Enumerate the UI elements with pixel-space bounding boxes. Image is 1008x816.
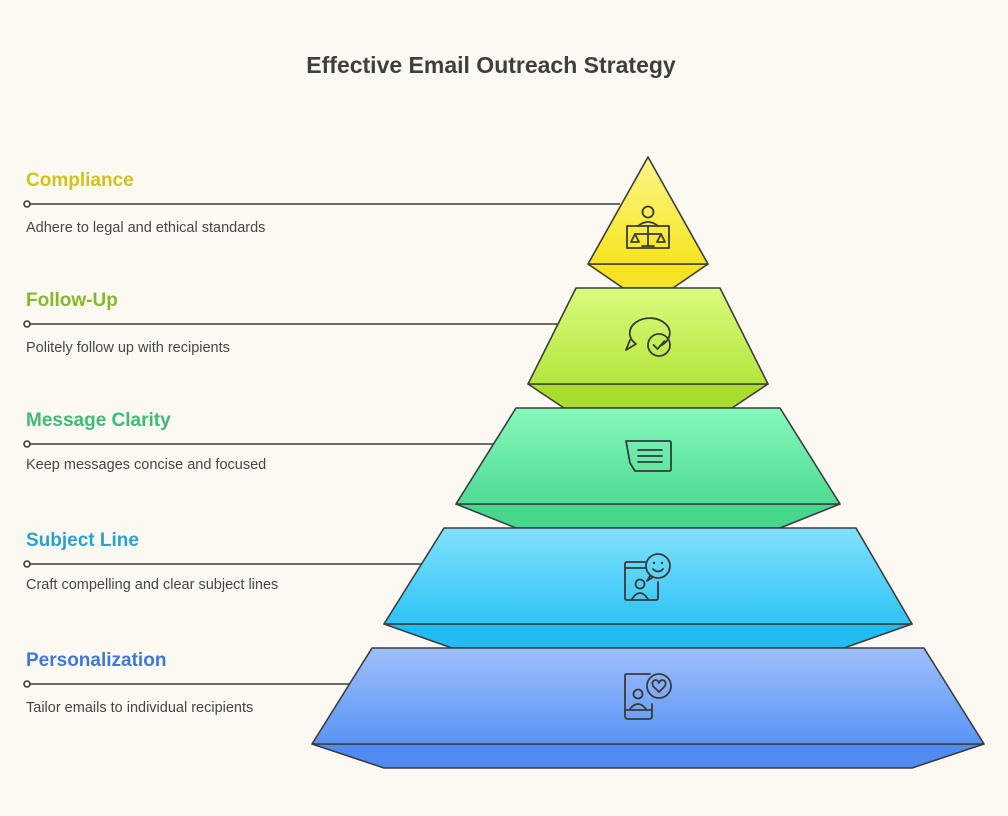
level-desc-personalization: Tailor emails to individual recipients (26, 700, 254, 716)
diagram-title: Effective Email Outreach Strategy (306, 52, 676, 78)
tier-base-follow-up (527, 383, 769, 409)
connector-dot-personalization (23, 680, 31, 688)
tier-face-subject-line (383, 527, 913, 625)
level-label-compliance: Compliance (26, 170, 134, 191)
phone-person-heart-icon (624, 673, 672, 720)
level-desc-subject-line: Craft compelling and clear subject lines (26, 577, 279, 593)
chat-bubble-check-icon (625, 317, 671, 357)
tier-base-message-clarity (455, 503, 841, 529)
level-label-subject-line: Subject Line (26, 530, 139, 551)
tier-base-compliance (587, 263, 709, 289)
connector-dot-subject-line (23, 560, 31, 568)
level-desc-message-clarity: Keep messages concise and focused (26, 457, 267, 473)
message-lines-icon (625, 440, 672, 472)
tier-face-compliance (587, 156, 709, 265)
connector-dot-compliance (23, 200, 31, 208)
connector-dot-follow-up (23, 320, 31, 328)
tier-face-personalization (311, 647, 985, 745)
connector-dot-message-clarity (23, 440, 31, 448)
level-desc-follow-up: Politely follow up with recipients (26, 340, 230, 356)
level-label-personalization: Personalization (26, 650, 167, 671)
tier-base-personalization (311, 743, 985, 769)
scales-of-justice-person-icon (626, 205, 670, 249)
level-desc-compliance: Adhere to legal and ethical standards (26, 220, 266, 236)
phone-person-smiley-icon (624, 553, 671, 601)
tier-base-subject-line (383, 623, 913, 649)
level-label-message-clarity: Message Clarity (26, 410, 171, 431)
level-label-follow-up: Follow-Up (26, 290, 118, 311)
tier-face-follow-up (527, 287, 769, 385)
